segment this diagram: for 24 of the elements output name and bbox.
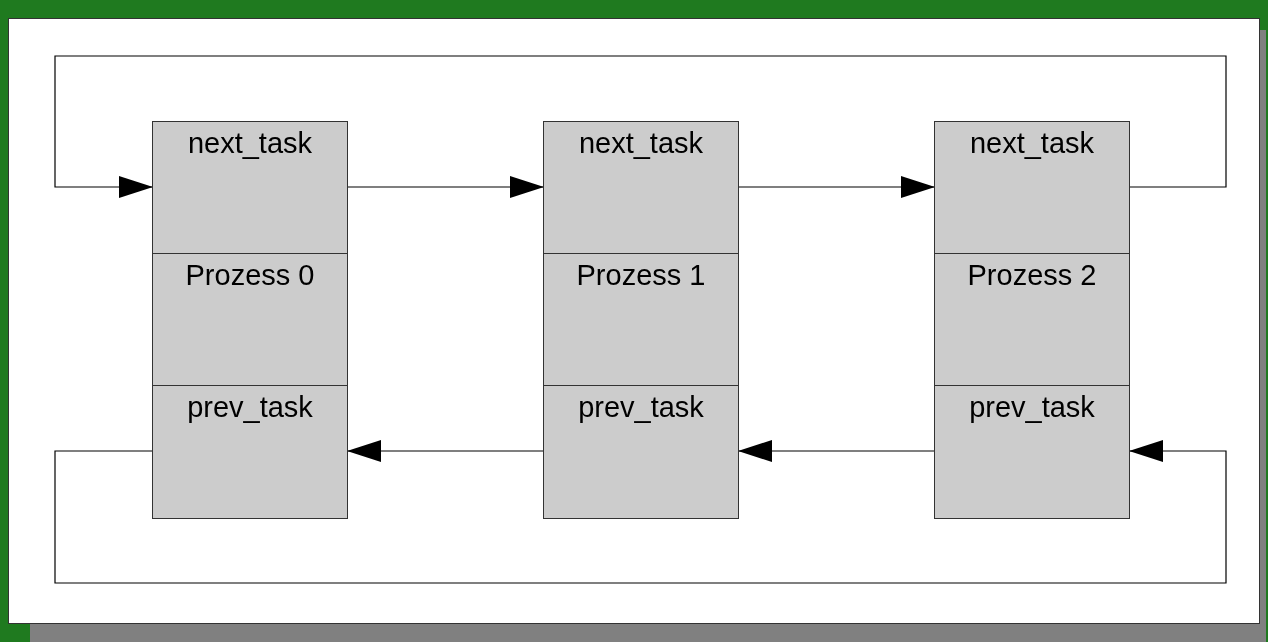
cell-label: prev_task xyxy=(968,390,1096,424)
list-cell xyxy=(543,253,739,387)
cell-label: Prozess 0 xyxy=(184,258,316,292)
arrow xyxy=(347,440,544,462)
arrow xyxy=(347,176,544,198)
cell-label: next_task xyxy=(968,126,1096,160)
cell-label: next_task xyxy=(577,126,705,160)
arrow xyxy=(54,440,1227,584)
cell-label: prev_task xyxy=(186,390,314,424)
cell-label: next_task xyxy=(186,126,314,160)
list-cell xyxy=(934,121,1130,255)
list-cell xyxy=(152,253,348,387)
list-cell xyxy=(152,385,348,519)
arrow xyxy=(738,176,935,198)
list-cell xyxy=(543,385,739,519)
cell-label: prev_task xyxy=(577,390,705,424)
arrow xyxy=(54,55,1227,198)
cell-label: Prozess 1 xyxy=(575,258,707,292)
list-cell xyxy=(934,385,1130,519)
cell-label: Prozess 2 xyxy=(966,258,1098,292)
list-cell xyxy=(543,121,739,255)
list-cell xyxy=(934,253,1130,387)
list-cell xyxy=(152,121,348,255)
arrow xyxy=(738,440,935,462)
